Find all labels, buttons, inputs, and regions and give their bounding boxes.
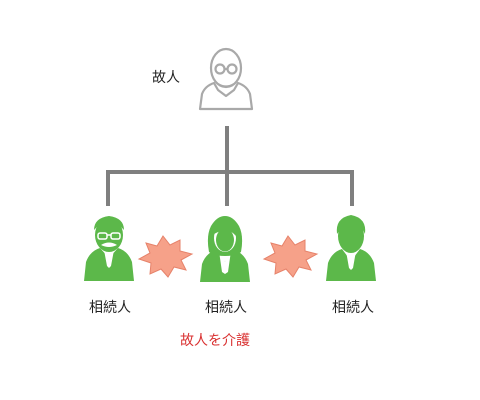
heir-label: 相続人 (332, 300, 374, 316)
heir-label: 相続人 (89, 300, 131, 316)
heir-label: 相続人 (205, 300, 247, 316)
tree-connectors (106, 126, 354, 206)
woman-icon (200, 216, 250, 282)
man-icon (326, 215, 376, 281)
man-with-glasses-and-mustache-icon (84, 216, 134, 281)
elderly-person-with-glasses-icon (198, 47, 254, 111)
caregiver-caption: 故人を介護 (180, 333, 250, 349)
conflict-burst-icon (137, 235, 194, 278)
conflict-burst-icon (262, 235, 319, 278)
deceased-label: 故人 (152, 70, 180, 86)
